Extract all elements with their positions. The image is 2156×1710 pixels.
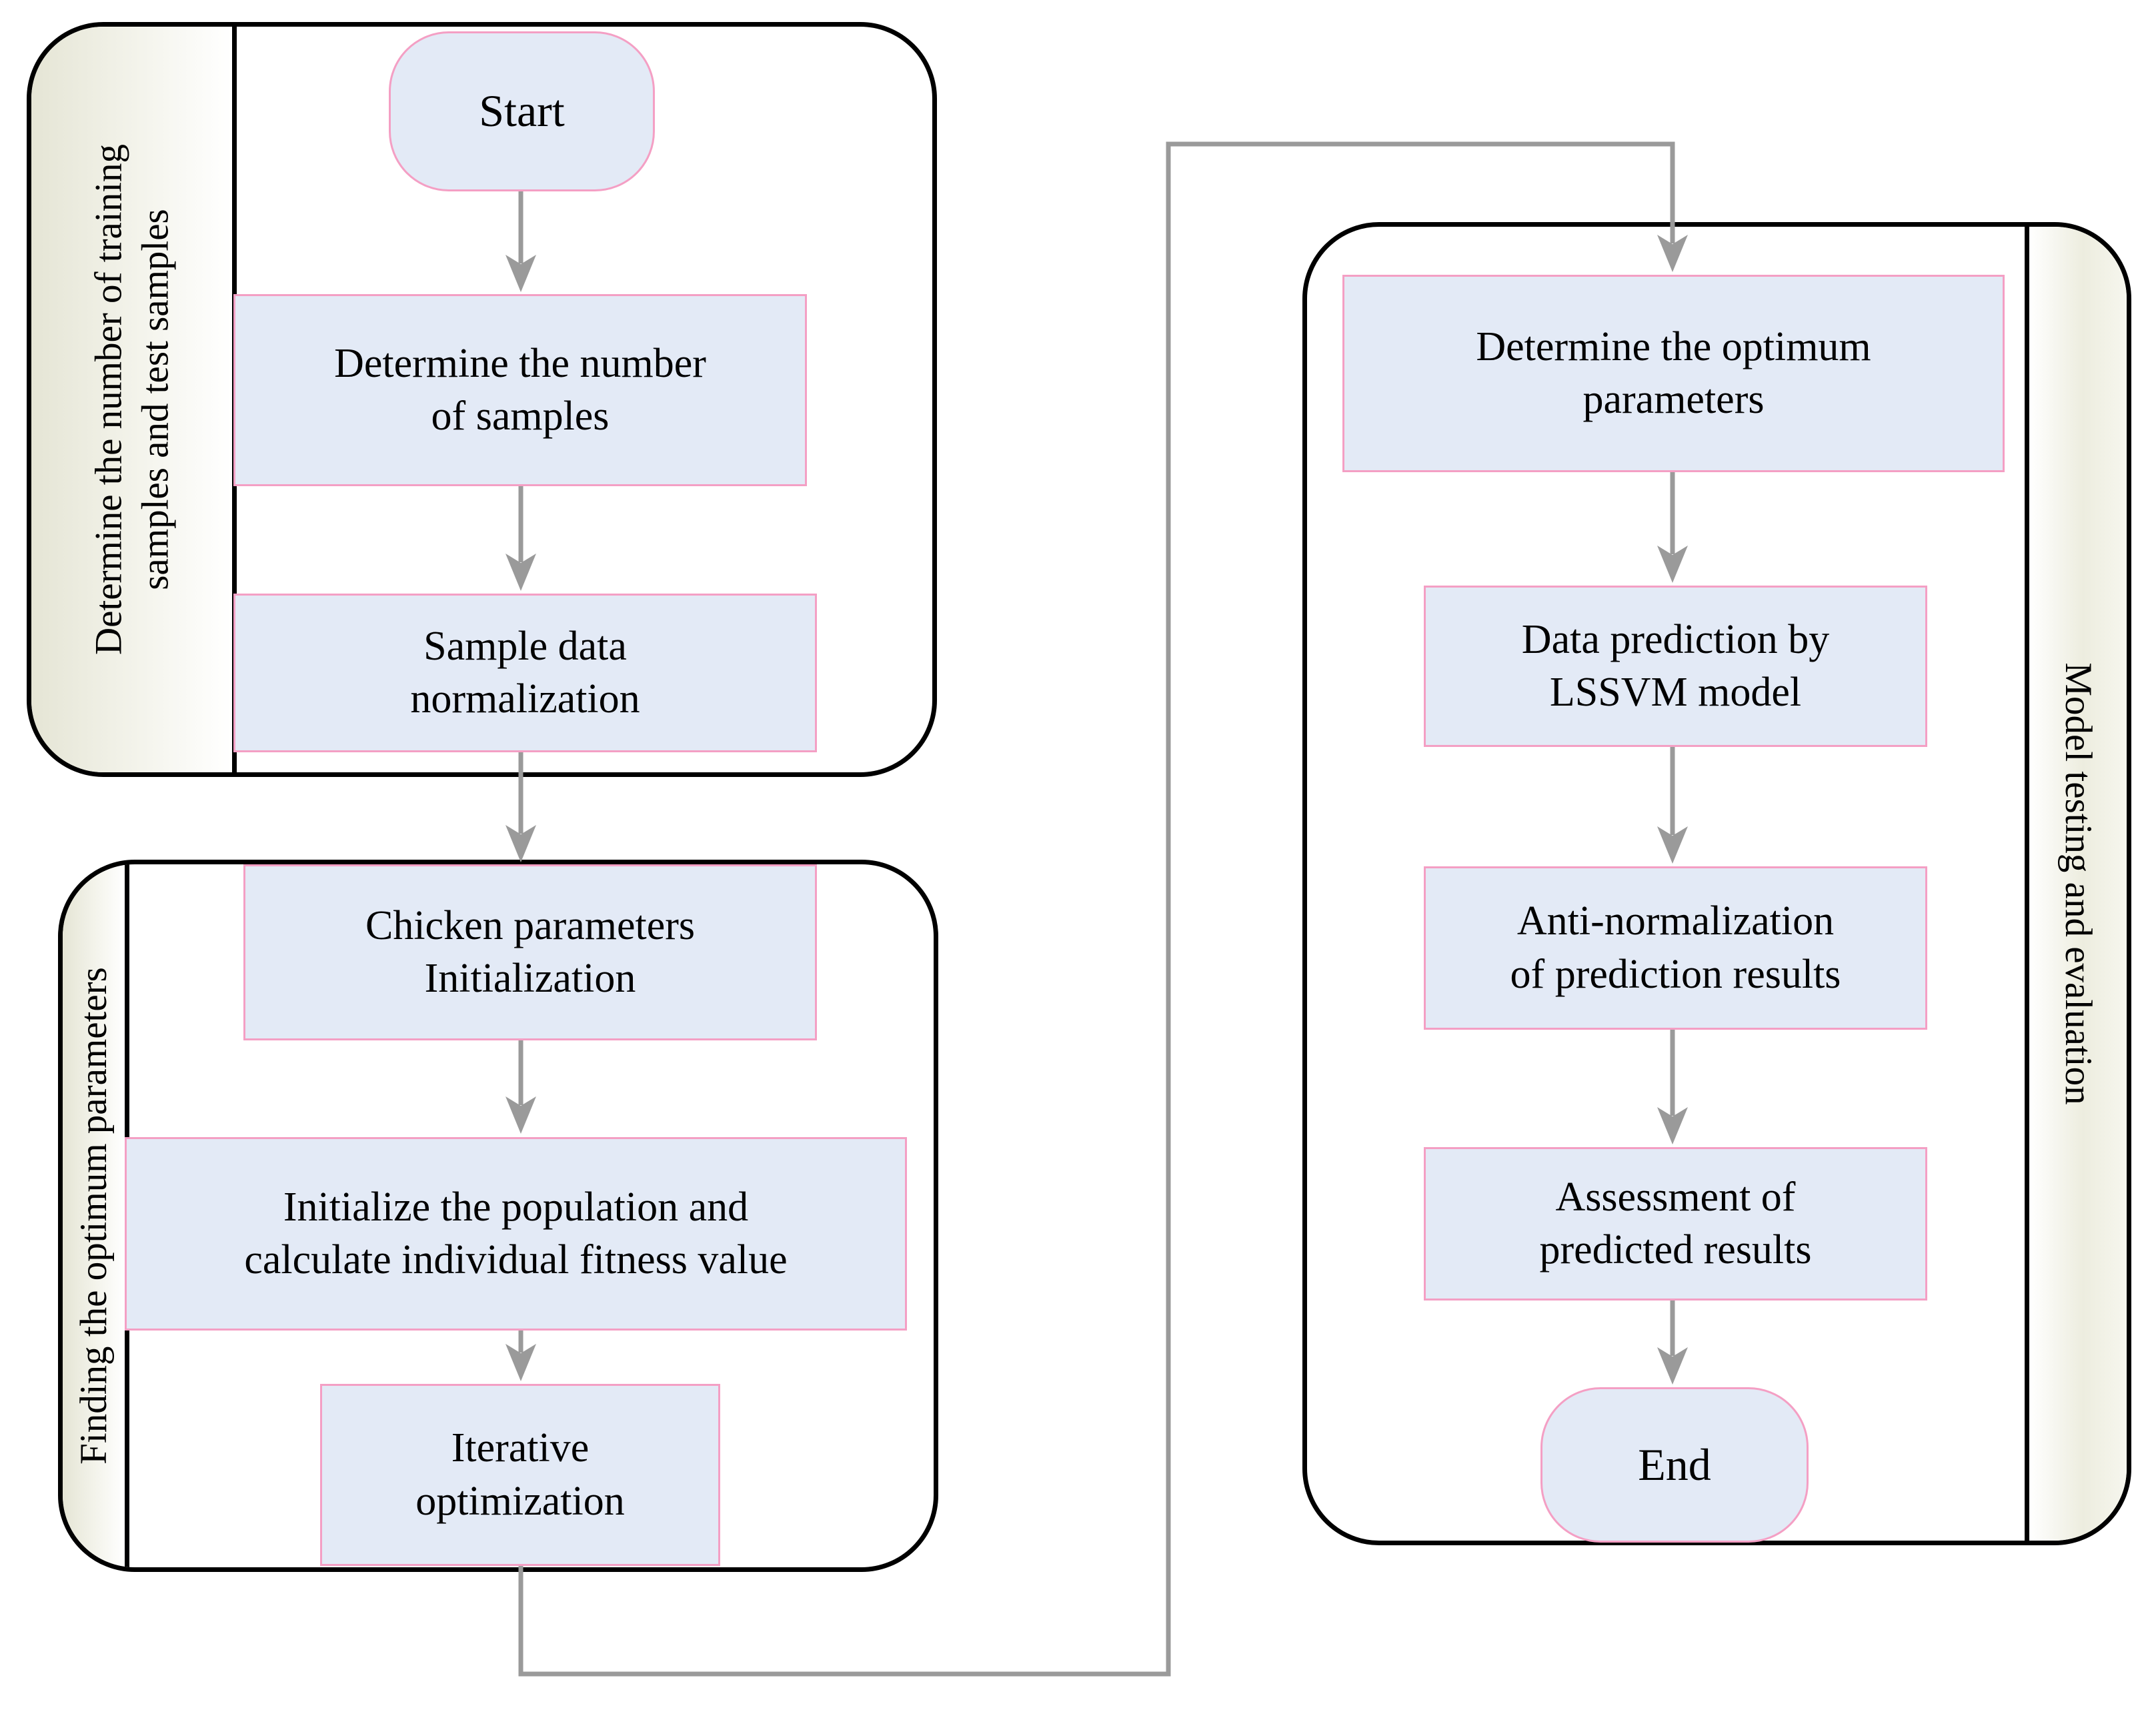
process-determine-samples: Determine the number of samples xyxy=(233,294,807,486)
process-lssvm-prediction: Data prediction by LSSVM model xyxy=(1424,586,1927,747)
process-optimum-parameters-label: Determine the optimum parameters xyxy=(1476,323,1871,422)
process-iterative-optimization: Iterative optimization xyxy=(320,1384,720,1566)
process-chicken-initialization: Chicken parameters Initialization xyxy=(243,864,817,1040)
process-assessment: Assessment of predicted results xyxy=(1424,1147,1927,1301)
sample-phase-label-strip: Determine the number of training samples… xyxy=(31,27,237,772)
process-assessment-label: Assessment of predicted results xyxy=(1539,1174,1812,1272)
end-label: End xyxy=(1638,1439,1711,1490)
process-lssvm-prediction-label: Data prediction by LSSVM model xyxy=(1521,616,1830,715)
start-label: Start xyxy=(479,85,565,137)
process-anti-normalization: Anti-normalization of prediction results xyxy=(1424,866,1927,1030)
process-initialize-population: Initialize the population and calculate … xyxy=(125,1137,907,1331)
testing-phase-title: Model testing and evaluation xyxy=(2057,662,2099,1105)
optimization-phase-title: Finding the optimum parameters xyxy=(72,967,115,1465)
process-determine-samples-label: Determine the number of samples xyxy=(334,340,706,439)
process-chicken-initialization-label: Chicken parameters Initialization xyxy=(365,902,696,1001)
process-initialize-population-label: Initialize the population and calculate … xyxy=(244,1184,788,1282)
process-normalization: Sample data normalization xyxy=(233,594,817,752)
process-iterative-optimization-label: Iterative optimization xyxy=(415,1425,625,1524)
end-terminal: End xyxy=(1540,1387,1809,1543)
sample-phase-title: Determine the number of training samples… xyxy=(87,143,176,656)
optimization-phase-label-strip: Finding the optimum parameters xyxy=(63,864,129,1567)
testing-phase-label-strip: Model testing and evaluation xyxy=(2025,227,2127,1541)
process-optimum-parameters: Determine the optimum parameters xyxy=(1342,275,2005,472)
start-terminal: Start xyxy=(389,31,655,191)
process-anti-normalization-label: Anti-normalization of prediction results xyxy=(1510,898,1841,997)
process-normalization-label: Sample data normalization xyxy=(410,623,640,722)
